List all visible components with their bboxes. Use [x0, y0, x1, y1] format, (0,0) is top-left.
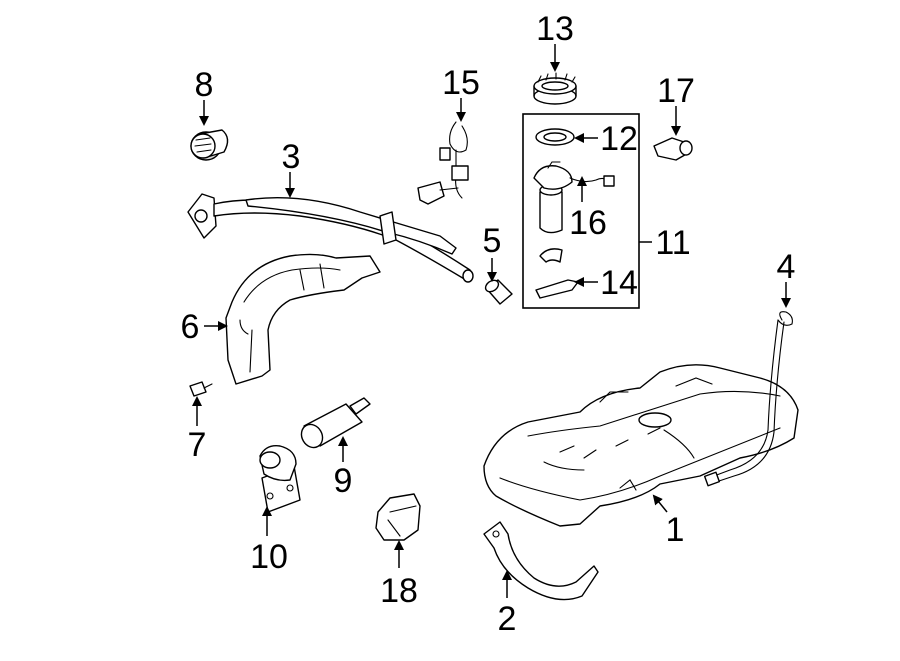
callout-16: 16: [569, 204, 607, 242]
callout-11: 11: [655, 224, 690, 262]
callout-3: 3: [282, 138, 301, 176]
callout-12: 12: [600, 120, 638, 158]
callout-14: 14: [600, 264, 638, 302]
callout-2: 2: [498, 600, 517, 638]
callout-1: 1: [666, 511, 685, 549]
callout-10: 10: [250, 538, 288, 576]
wiring-harness-part: [417, 121, 469, 205]
pump-module-assembly-box: [522, 113, 640, 309]
filler-pipe-part: [187, 193, 474, 283]
callout-17: 17: [657, 72, 695, 110]
sensor-part: [653, 137, 693, 161]
insulator-block-part: [375, 493, 421, 541]
fuel-filter-part: [300, 397, 371, 449]
seal-part: [535, 128, 575, 146]
callout-8: 8: [195, 66, 214, 104]
hose-part: [484, 279, 513, 305]
tank-strap-part: [483, 521, 599, 601]
fuel-pump-part: [533, 161, 615, 234]
filter-bracket-part: [259, 445, 301, 513]
callout-6: 6: [181, 308, 200, 346]
callout-9: 9: [334, 462, 353, 500]
heat-shield-part: [225, 253, 381, 385]
retainer-part: [535, 248, 579, 299]
callout-4: 4: [777, 248, 796, 286]
bolt-part: [189, 381, 213, 397]
callout-13: 13: [536, 10, 574, 48]
fuel-cap-part: [190, 129, 229, 161]
vent-hose-part: [703, 311, 793, 487]
callout-18: 18: [380, 572, 418, 610]
callout-5: 5: [483, 222, 502, 260]
callout-15: 15: [442, 64, 480, 102]
leader-lines: [192, 44, 791, 598]
callout-7: 7: [188, 426, 207, 464]
fuel-tank-part: [483, 364, 799, 527]
lock-ring-part: [533, 72, 577, 105]
